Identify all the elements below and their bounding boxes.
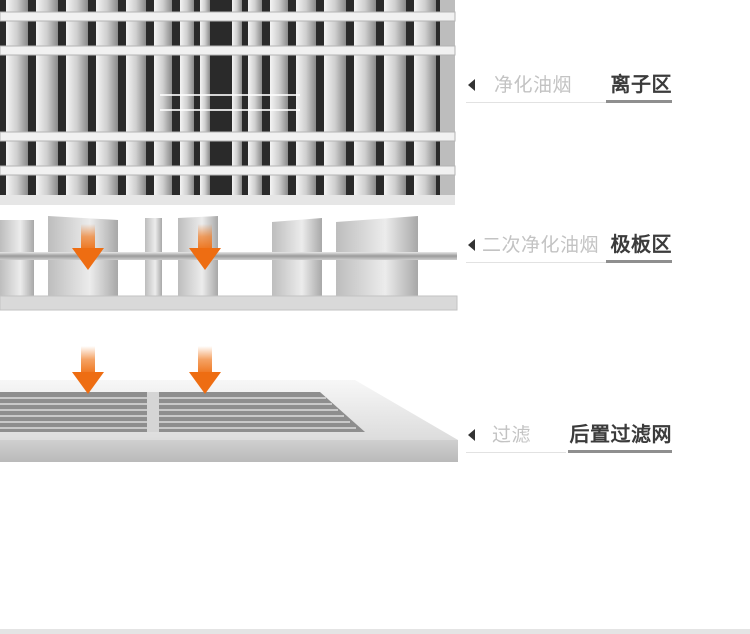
divider-line	[466, 452, 566, 453]
accent-underline	[606, 260, 672, 263]
arrow-down-icon	[189, 346, 221, 394]
stage-description: 过滤	[492, 424, 532, 446]
ionizer-block	[0, 0, 456, 205]
stage-label-plate: 二次净化油烟 极板区	[462, 224, 676, 264]
arrow-down-icon	[72, 346, 104, 394]
triangle-left-icon	[468, 239, 475, 251]
plate-zone	[0, 216, 458, 311]
zone-title: 离子区	[610, 72, 672, 96]
bottom-divider	[0, 629, 750, 634]
stage-description: 净化油烟	[494, 74, 573, 96]
stage-label-filter: 过滤 后置过滤网	[462, 414, 676, 454]
rear-filter-mesh	[0, 380, 458, 462]
triangle-left-icon	[468, 429, 475, 441]
stage-description: 二次净化油烟	[482, 234, 600, 256]
zone-title: 极板区	[610, 232, 672, 256]
flow-arrows	[72, 224, 221, 394]
stage-label-ionizer: 净化油烟 离子区	[462, 64, 676, 104]
triangle-left-icon	[468, 79, 475, 91]
arrow-down-icon	[72, 224, 104, 270]
divider-line	[466, 102, 606, 103]
arrow-down-icon	[189, 224, 221, 270]
accent-underline	[568, 450, 672, 453]
accent-underline	[606, 100, 672, 103]
divider-line	[466, 262, 606, 263]
zone-title: 后置过滤网	[569, 422, 672, 446]
